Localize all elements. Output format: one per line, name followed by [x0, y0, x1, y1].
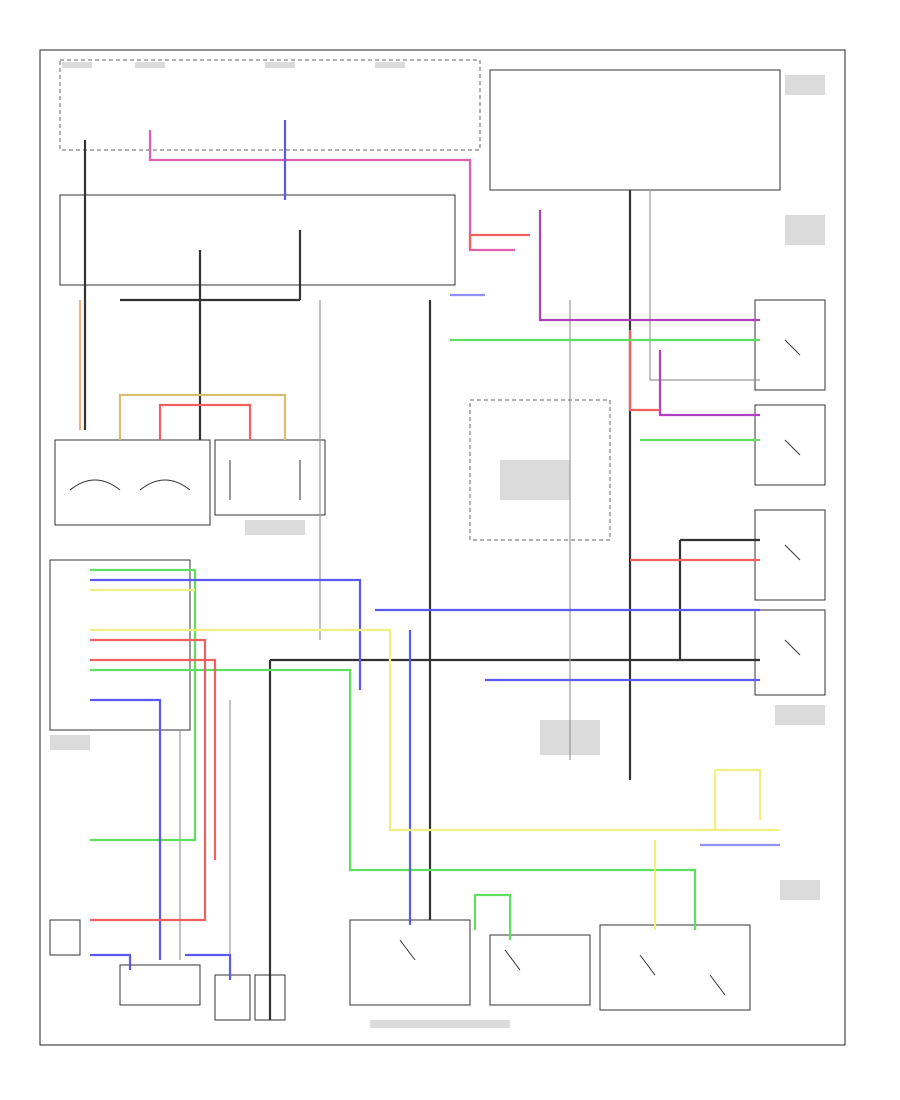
- blower-motor: [54, 439, 211, 526]
- pink-wire: [148, 130, 515, 252]
- clutch-relay: [489, 934, 591, 1006]
- blue-wire-4: [185, 953, 232, 980]
- relay-1: [754, 299, 826, 391]
- green-wire-3: [90, 568, 197, 842]
- red-wire-left-1: [90, 638, 207, 922]
- relay-2: [754, 404, 826, 486]
- relay-3: [754, 509, 826, 601]
- green-wire-5: [473, 893, 512, 940]
- small-labels: [50, 62, 825, 1028]
- relay-switch-symbols: [399, 339, 801, 996]
- yellow-wire-2: [90, 628, 780, 832]
- evaporator-sensor: [49, 919, 81, 956]
- blower-resistor: [214, 439, 326, 516]
- dual-relay: [599, 924, 751, 1011]
- blue-wire-3: [90, 953, 132, 970]
- sensor-a: [214, 974, 251, 1021]
- purple-wire: [538, 210, 760, 322]
- purple-wire-2: [658, 350, 760, 417]
- diagram-border: [39, 49, 846, 1046]
- red-wire-top: [468, 233, 530, 250]
- fuse-block-box: [59, 59, 481, 151]
- servo-motor: [119, 964, 201, 1006]
- tan-wire: [118, 393, 287, 440]
- junction-block: [59, 194, 456, 286]
- red-wire-right: [628, 330, 660, 412]
- pressure-switch: [349, 919, 471, 1006]
- green-wire-4: [90, 668, 697, 930]
- blue-wire-1: [90, 578, 362, 690]
- red-wire-left-2: [90, 658, 217, 860]
- ac-amplifier-connector: [49, 559, 191, 731]
- yellow-wire-3: [715, 768, 762, 820]
- control-module: [469, 399, 611, 541]
- blower-fan-symbols: [69, 460, 301, 500]
- red-wire-blower: [158, 403, 252, 440]
- gray-wires: [179, 190, 760, 960]
- blue-wire-2: [90, 698, 162, 960]
- relay-4: [754, 609, 826, 696]
- relay-box-top-right: [489, 69, 781, 191]
